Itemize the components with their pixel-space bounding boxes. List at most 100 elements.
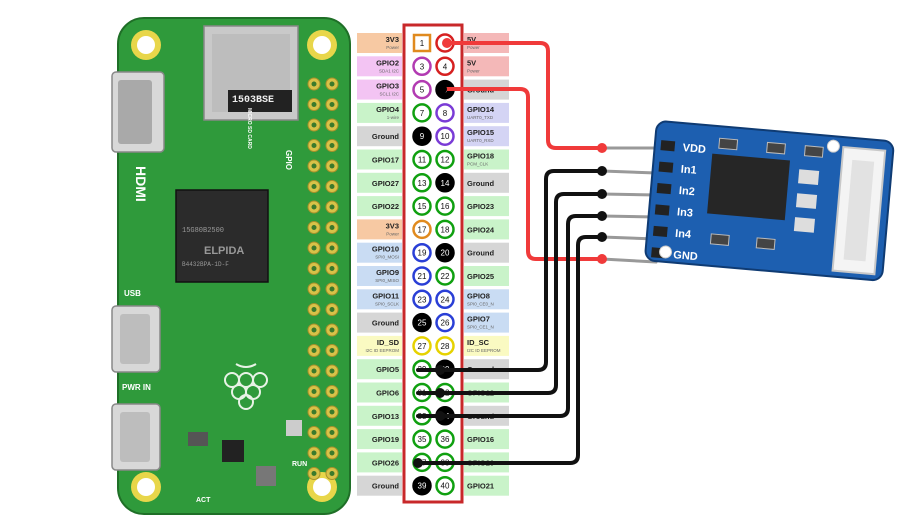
header-pin-10: 10 [435,126,455,146]
pin-name-right: 5V [467,58,476,67]
pin-label-left [357,475,402,496]
header-pin-11: 11 [412,149,432,170]
pin-number: 23 [418,295,427,304]
pin-number: 12 [441,156,450,165]
silk-gpio: GPIO [284,150,293,170]
pin-label-left [357,312,402,333]
pin-name-right: ID_SC [467,338,490,347]
pin-name-right: GPIO7 [467,315,490,324]
pin-name-left: GPIO10 [372,245,399,254]
pin-sub-left: SCL1 I2C [379,92,399,97]
pin-name-right: GPIO21 [467,482,494,491]
header-pin-1: 1 [412,33,432,53]
wire-end-dot [413,458,423,468]
header-pin-13: 13 [412,173,432,193]
wire-gpio13-in3 [416,214,604,418]
pin-name-right: GPIO14 [467,105,495,114]
module-lead [600,192,658,197]
pin-label-right [464,242,509,263]
pin-label-left [357,359,402,380]
header-pin-23: 23 [412,289,432,310]
pin-label-right [464,196,509,217]
pin-label-left [357,405,402,426]
wire-gpio6-in2 [416,192,604,395]
header-pin-18: 18 [435,219,455,240]
pin-name-left: GPIO4 [376,105,400,114]
pin-label-right [464,289,509,310]
module-header-pin [654,204,670,216]
pin-name-right: GPIO16 [467,435,494,444]
pin-number: 22 [441,272,450,281]
wires [413,38,658,468]
wire-end-dot [597,189,607,199]
silk-ram-code: B4432BPA-1D-F [182,261,229,268]
header-pin-26: 26 [435,312,455,333]
pin-name-left: GPIO2 [376,58,399,67]
pin-label-right [464,475,509,496]
header-pin-35: 35 [412,429,432,449]
pin-number: 13 [418,179,427,188]
pin-sub-left: I2C ID EEPROM [365,348,399,353]
pin-name-right: 5V [467,35,476,44]
pin-label-left [357,289,402,310]
pin-number: 39 [418,482,427,491]
pin-number: 11 [418,156,427,165]
silk-run: RUN [292,461,307,468]
pin-label-right [464,172,509,193]
pin-label-right [464,56,509,77]
pin-name-left: GPIO6 [376,389,399,398]
driver-ic [707,153,790,221]
pin-name-left: GPIO22 [372,202,399,211]
pin-number: 19 [418,249,427,258]
header-outline [402,23,464,504]
pin-sub-right: Power [467,68,480,73]
silk-sdcard: MICRO SD CARD [246,108,252,149]
pin-sub-left: SDA1 I2C [379,68,400,73]
pin-number: 5 [420,86,425,95]
module-lead [600,169,658,175]
pin-name-right: GPIO23 [467,202,494,211]
pin-number: 17 [418,225,427,234]
silk-elpida: ELPIDA [204,245,244,257]
pin-sub-right: UART0_TXD [467,115,494,120]
header-pin-16: 16 [435,196,455,216]
pin-number: 20 [441,249,450,258]
header-pin-22: 22 [435,266,455,286]
header-pin-9: 9 [412,126,432,146]
pin-label-right [464,126,509,147]
pin-label-left [357,335,402,356]
pin-sub-left: Power [386,45,399,50]
header-pin-4: 4 [435,56,455,77]
header-pin-39: 39 [412,475,432,496]
pin-number: 16 [441,202,450,211]
header-pin-24: 24 [435,289,455,310]
module-header-pin [658,161,674,173]
pin-number: 26 [441,319,450,328]
wire-end-dot [435,388,445,398]
header-pin-36: 36 [435,429,455,449]
wire-end-dot [597,232,607,242]
pin-number: 28 [441,342,450,351]
pin-sub-left: SPI0_SCLK [375,301,399,306]
wire-5v-vdd [445,41,604,150]
pin-number: 18 [441,225,450,234]
pin-name-left: GPIO3 [376,82,399,91]
module-header-pin [660,140,676,152]
module-lead [600,257,658,264]
pin-number: 9 [420,132,425,141]
pin-name-right: Ground [467,249,494,258]
wire-gnd-gnd [440,87,604,261]
silk-usb: USB [124,289,141,298]
pin-name-left: GPIO5 [376,365,399,374]
header-pin-21: 21 [412,266,432,286]
pin-name-right: GPIO8 [467,291,490,300]
pin-number: 40 [441,482,450,491]
silk-act: ACT [196,497,211,504]
header-pin-19: 19 [412,242,432,263]
pin-label-left [357,452,402,473]
module-header-pin [656,182,672,195]
pin-number: 1 [420,39,425,48]
wire-gpio5-in1 [416,169,604,372]
pin-label-left [357,382,402,403]
